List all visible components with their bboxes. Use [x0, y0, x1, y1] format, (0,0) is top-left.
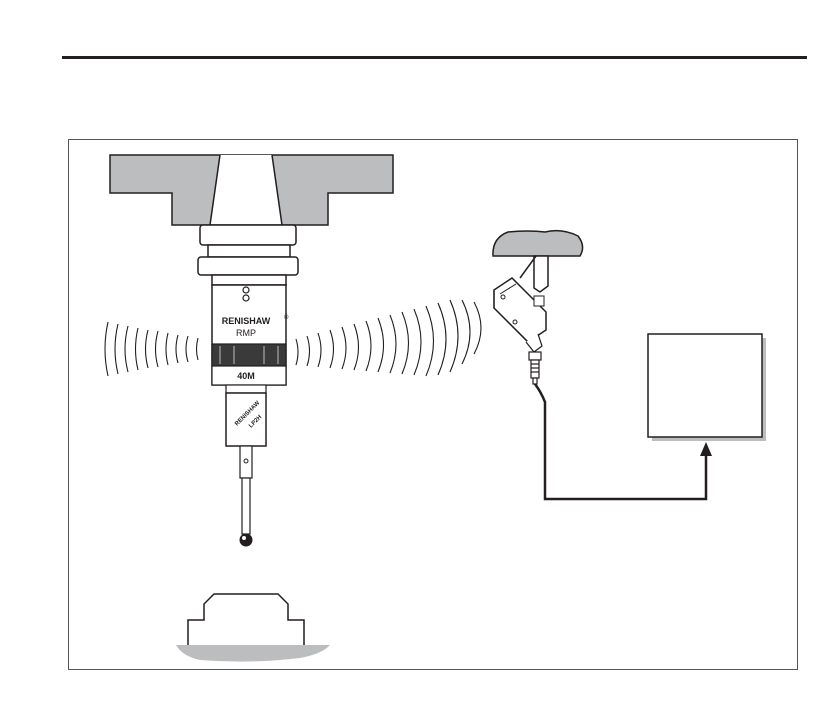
cable-connector [529, 352, 541, 384]
stylus-ball-icon [240, 534, 252, 546]
signal-waves-right [296, 300, 481, 376]
window-ring [212, 344, 286, 366]
signal-waves-left [105, 322, 198, 376]
rmp-model-label: RMP [236, 328, 256, 338]
tool-holder [198, 225, 298, 285]
stylus [240, 446, 252, 546]
interface-box [648, 334, 766, 441]
machine-spindle-head [110, 155, 393, 225]
workpiece [176, 594, 330, 662]
lp2h-probe: RENISHAW LP2H [226, 385, 266, 446]
arrow-up-icon [700, 442, 712, 456]
rmp-probe-body: RENISHAW ® RMP 40M [212, 285, 289, 385]
registered-mark-icon: ® [284, 314, 289, 321]
rmp-brand-label: RENISHAW [222, 316, 271, 326]
rmp-variant-label: 40M [237, 371, 255, 381]
